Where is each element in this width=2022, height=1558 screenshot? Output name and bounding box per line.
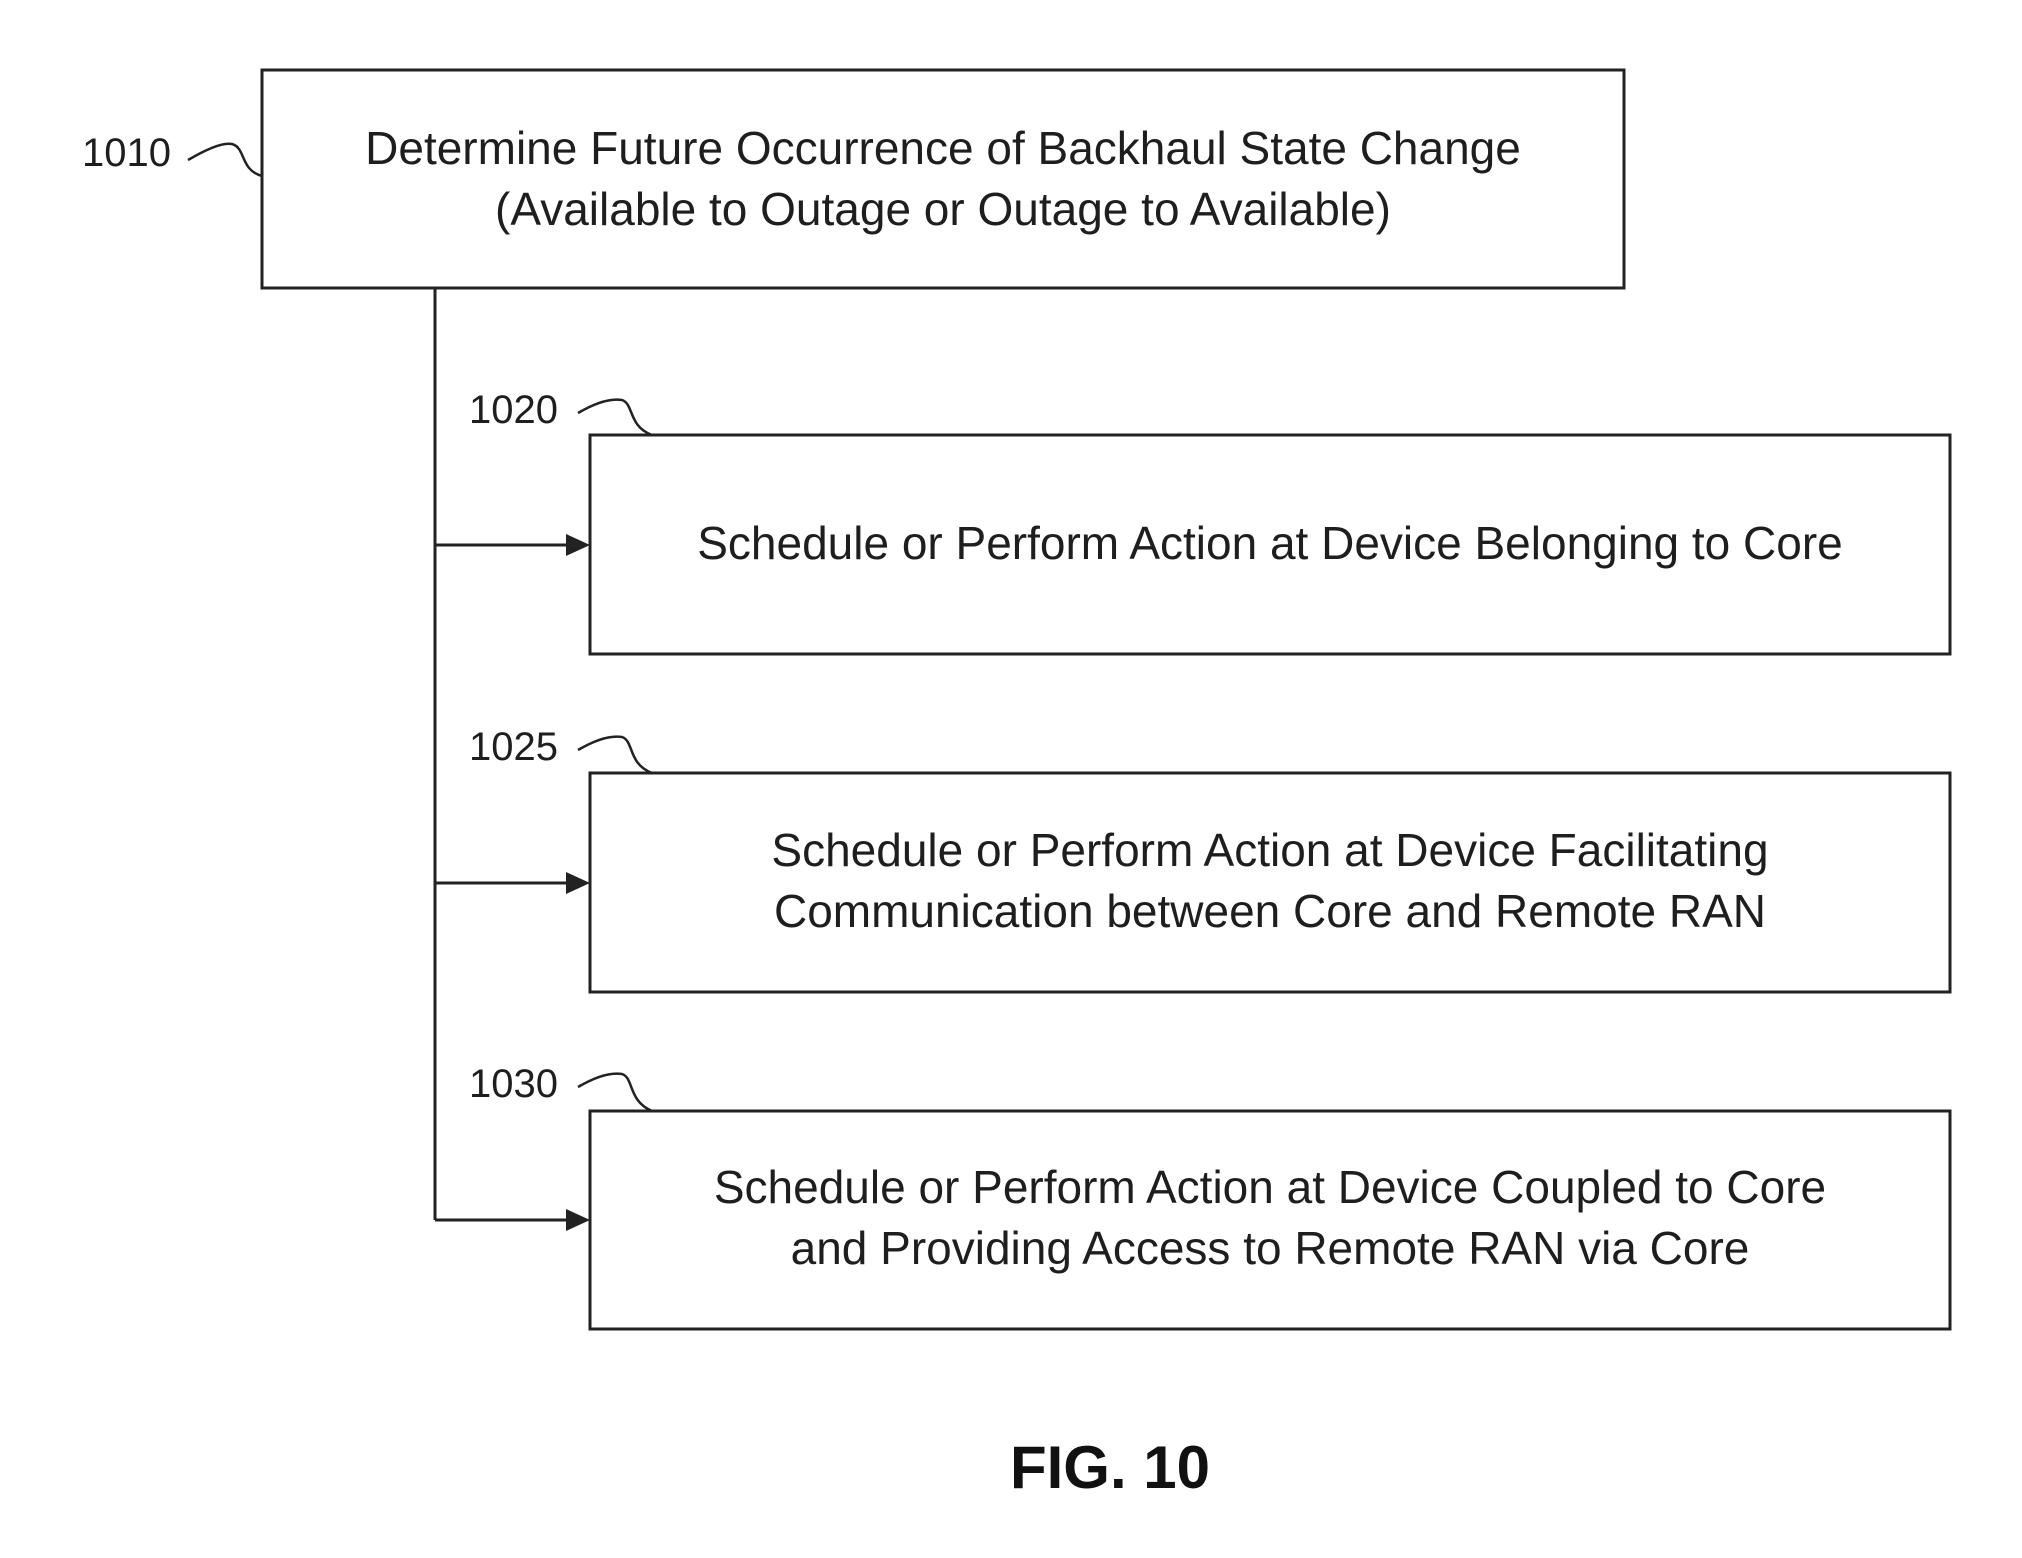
step-1030-leader: [577, 1072, 653, 1113]
arrowhead-1020: [566, 534, 590, 556]
step-1020-box: [588, 433, 1952, 656]
figure-label: FIG. 10: [1010, 1434, 1210, 1501]
step-1025-line-1: Schedule or Perform Action at Device Fac…: [771, 824, 1768, 876]
branch-arrow-1020: [435, 534, 590, 556]
step-1025-ref: 1025: [469, 725, 558, 769]
step-1010-ref: 1010: [82, 131, 171, 175]
step-1030-ref: 1030: [469, 1062, 558, 1106]
step-1020: Schedule or Perform Action at Device Bel…: [469, 388, 1952, 656]
step-1020-ref: 1020: [469, 388, 558, 432]
step-1025: Schedule or Perform Action at Device Fac…: [469, 725, 1952, 994]
step-1025-line-2: Communication between Core and Remote RA…: [774, 885, 1766, 937]
arrowhead-1030: [566, 1209, 590, 1231]
step-1010-leader: [187, 142, 263, 178]
step-1010-line-2: (Available to Outage or Outage to Availa…: [495, 183, 1391, 235]
step-1020-leader: [577, 398, 653, 437]
step-1020-line-1: Schedule or Perform Action at Device Bel…: [697, 517, 1843, 569]
step-1025-box: [588, 771, 1952, 994]
step-1010-line-1: Determine Future Occurrence of Backhaul …: [365, 122, 1521, 174]
step-1030-line-1: Schedule or Perform Action at Device Cou…: [714, 1161, 1826, 1213]
step-1010-box: [260, 68, 1626, 290]
step-1030-box: [588, 1109, 1952, 1331]
arrowhead-1025: [566, 872, 590, 894]
step-1010: Determine Future Occurrence of Backhaul …: [82, 68, 1626, 290]
branch-arrow-1025: [435, 872, 590, 894]
branch-arrow-1030: [435, 1209, 590, 1231]
step-1025-leader: [577, 735, 653, 775]
step-1030: Schedule or Perform Action at Device Cou…: [469, 1062, 1952, 1331]
step-1030-line-2: and Providing Access to Remote RAN via C…: [791, 1222, 1750, 1274]
